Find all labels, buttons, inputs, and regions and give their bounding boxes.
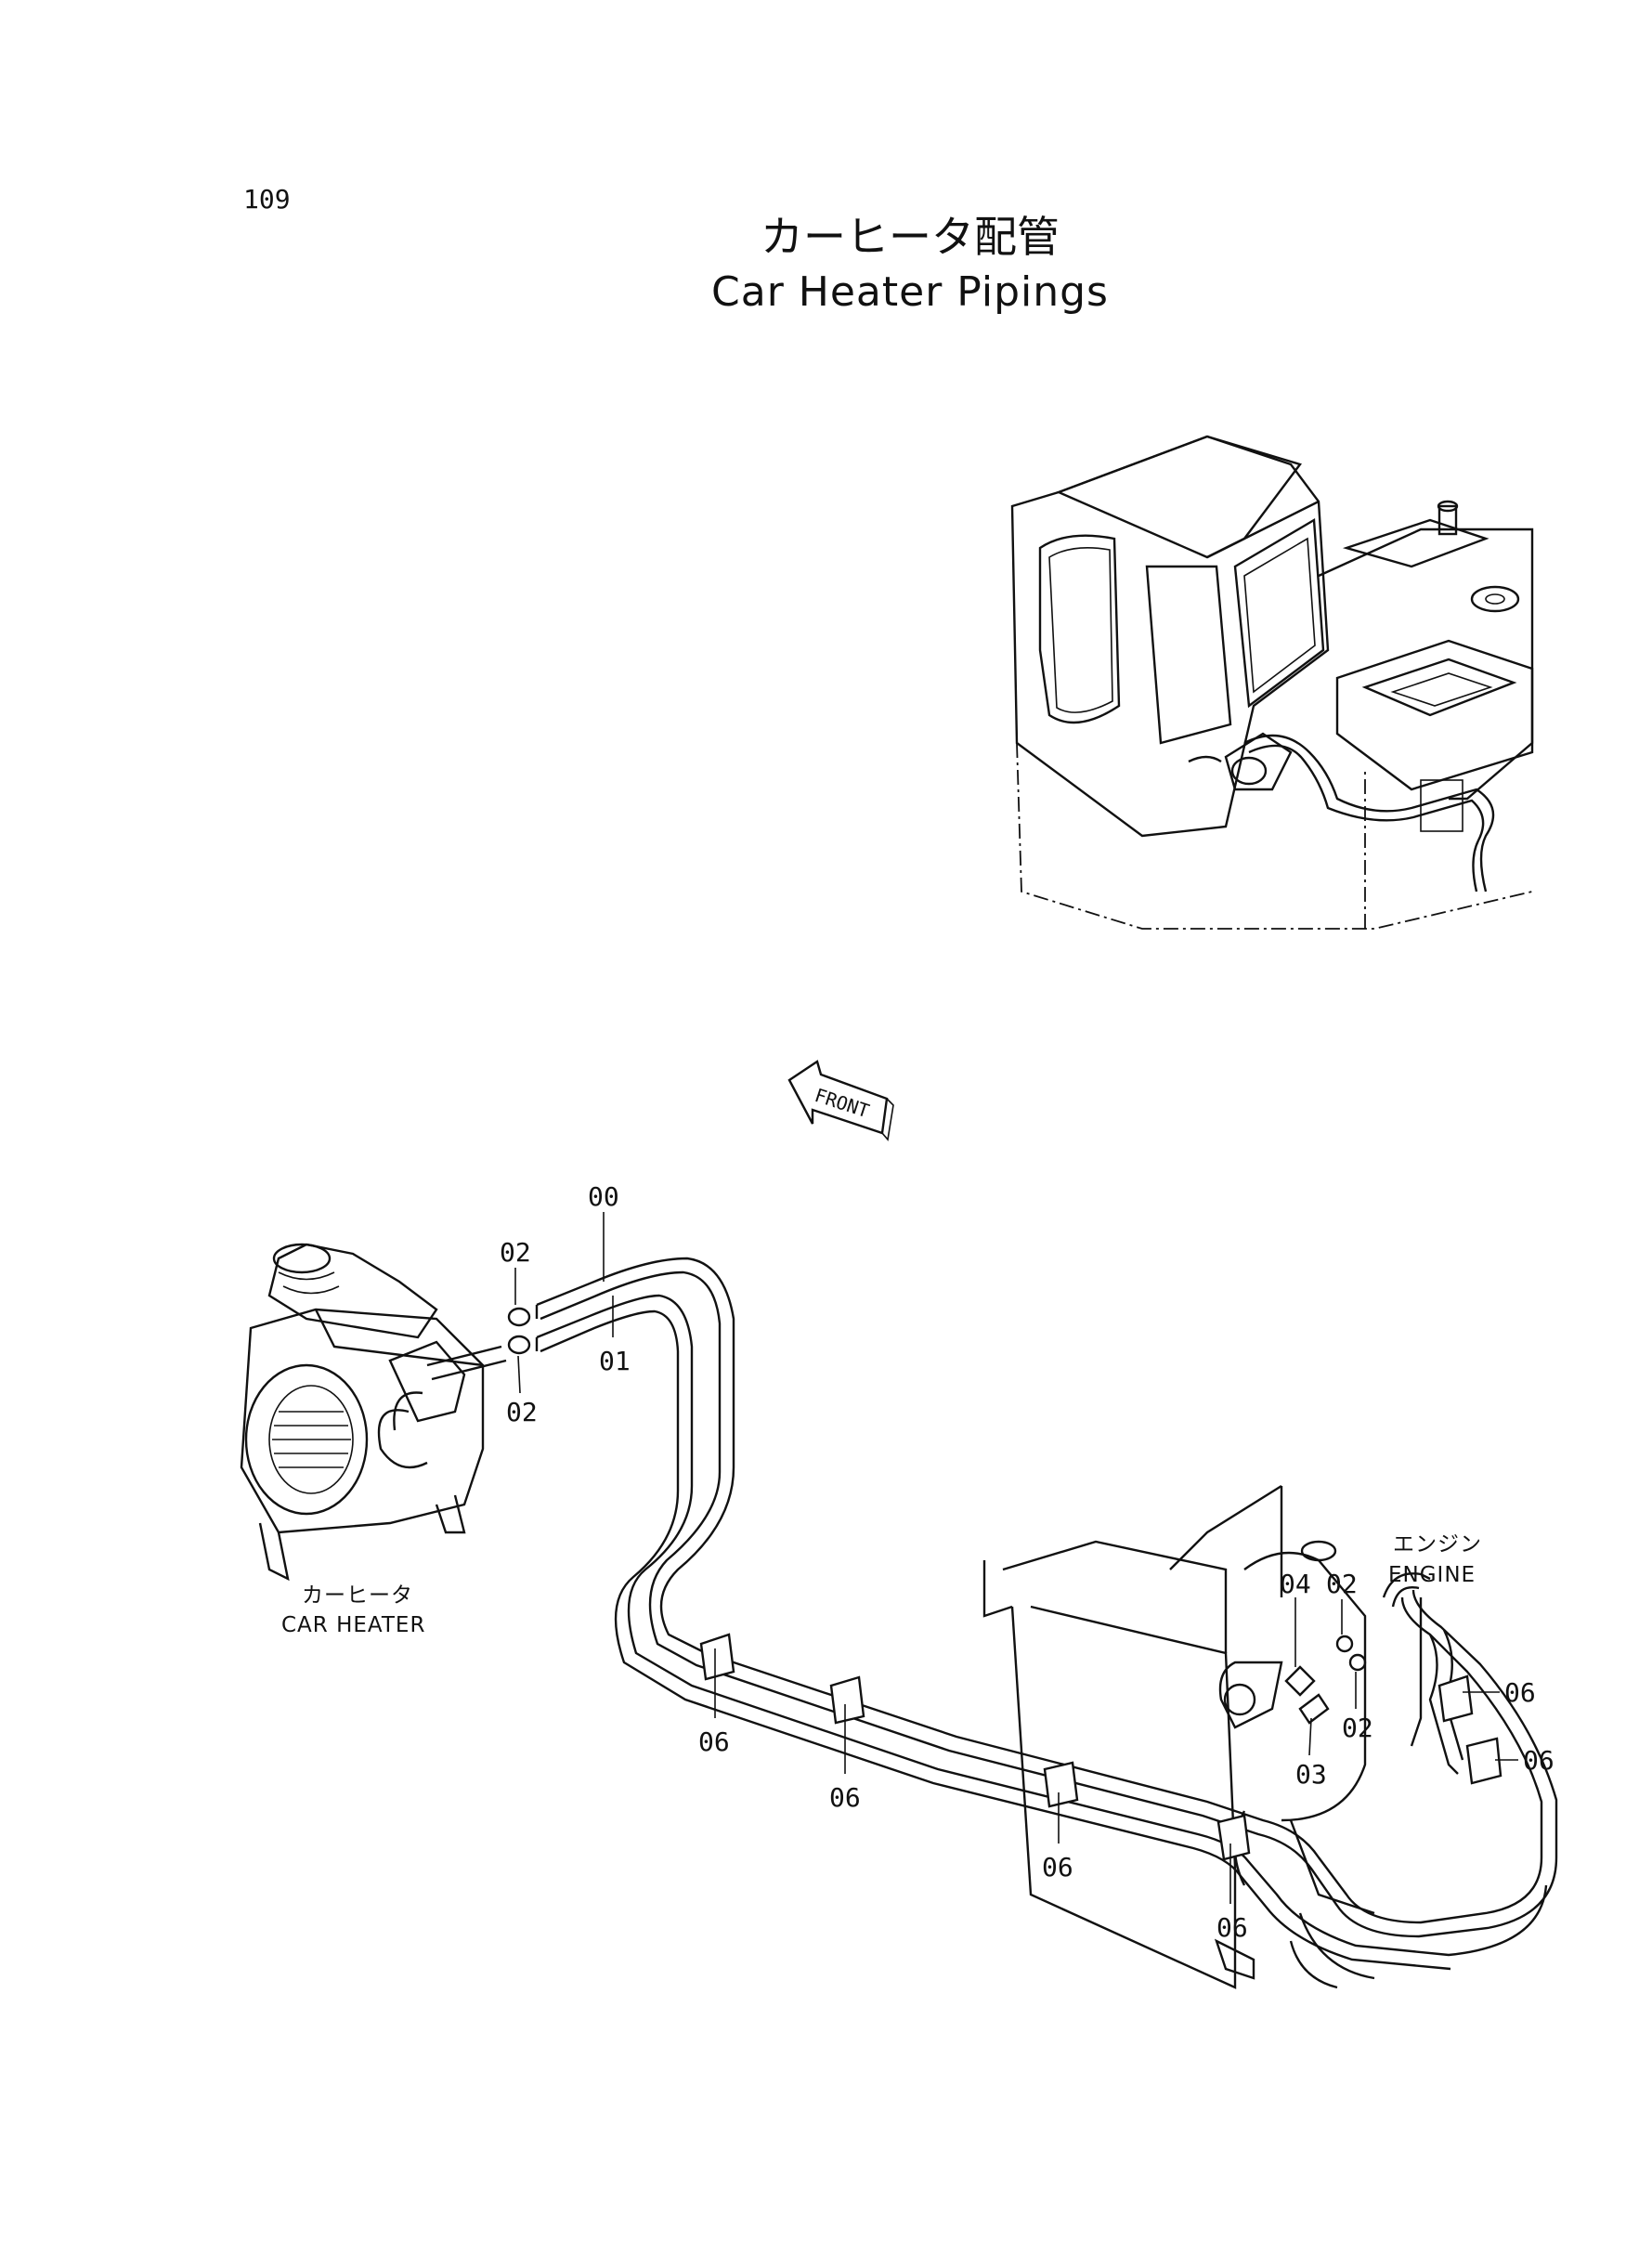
component-labels: カーヒータ CAR HEATER エンジン ENGINE xyxy=(281,1532,1482,1637)
engine-label-en: ENGINE xyxy=(1388,1563,1476,1587)
callout-00: 00 xyxy=(588,1181,619,1212)
callout-06-hose-2: 06 xyxy=(829,1782,861,1813)
heater-hose-clamps xyxy=(507,1307,531,1355)
callout-02-engine-lower: 02 xyxy=(1342,1713,1373,1743)
front-arrow: FRONT xyxy=(787,1060,894,1141)
heater-hoses xyxy=(535,1257,1558,1971)
engine-label-jp: エンジン xyxy=(1393,1532,1482,1557)
callout-06-engine-lower: 06 xyxy=(1523,1745,1554,1776)
page-number: 109 xyxy=(243,184,291,215)
callout-04: 04 xyxy=(1280,1569,1311,1599)
hose-clamps xyxy=(699,1633,1502,1861)
title-block: カーヒータ配管 Car Heater Pipings xyxy=(650,209,1170,320)
callout-02-engine-upper: 02 xyxy=(1326,1569,1358,1599)
excavator-overview xyxy=(1010,435,1534,930)
car-heater-label-jp: カーヒータ xyxy=(302,1583,413,1608)
callout-labels: 00 01 02 02 06 06 06 06 04 02 02 03 06 0… xyxy=(500,1181,1554,1943)
car-heater-label-en: CAR HEATER xyxy=(281,1613,425,1637)
callout-06-hose-4: 06 xyxy=(1216,1912,1248,1943)
callout-03: 03 xyxy=(1295,1759,1327,1790)
callout-02-lower-left: 02 xyxy=(506,1397,538,1427)
callout-06-engine-upper: 06 xyxy=(1504,1677,1536,1708)
callout-06-hose-1: 06 xyxy=(698,1726,730,1757)
car-heater-unit xyxy=(240,1243,507,1582)
callout-06-hose-3: 06 xyxy=(1042,1852,1073,1883)
title-japanese: カーヒータ配管 xyxy=(761,212,1060,262)
title-english: Car Heater Pipings xyxy=(711,268,1109,316)
leader-lines xyxy=(514,1212,1518,1904)
callout-02-upper-left: 02 xyxy=(500,1237,531,1268)
callout-01: 01 xyxy=(599,1346,631,1376)
